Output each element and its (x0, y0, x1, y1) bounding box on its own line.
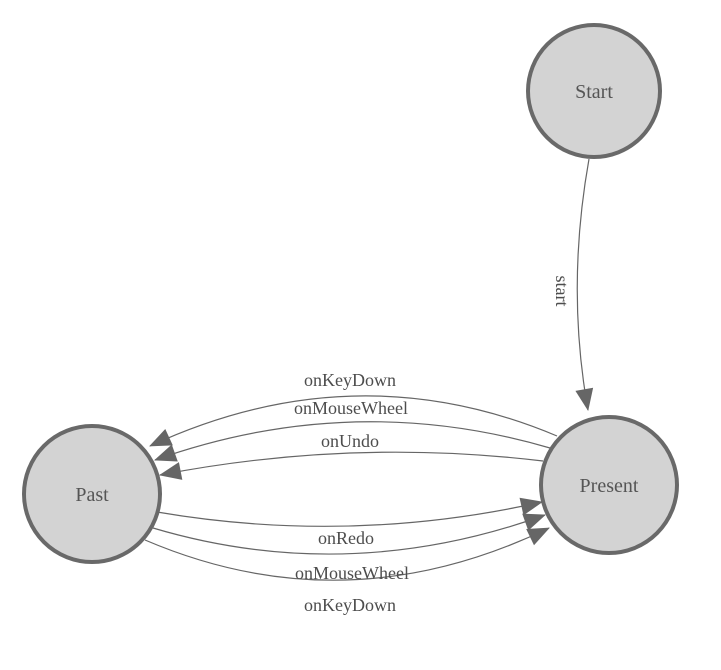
edge-label-onredo: onRedo (318, 528, 374, 548)
edge-present-to-past-onkeydown (149, 395, 558, 447)
edge-label-onundo: onUndo (321, 431, 379, 451)
edge-present-to-past-onmousewheel (154, 421, 551, 462)
edge-label-start: start (552, 276, 572, 307)
node-past[interactable] (22, 424, 162, 564)
edge-past-to-present-onmousewheel (152, 513, 546, 555)
edge-present-to-past-onundo (159, 451, 544, 480)
edge-past-to-present-onredo (156, 497, 543, 527)
node-start-label: Start (575, 81, 613, 103)
edge-past-to-present-onkeydown (144, 527, 550, 581)
node-past-label: Past (75, 484, 109, 506)
edge-start-to-present (575, 158, 594, 411)
edge-label-onkeydown-bottom: onKeyDown (304, 595, 396, 615)
edge-label-onmousewheel-top: onMouseWheel (294, 398, 408, 418)
edge-label-onkeydown-top: onKeyDown (304, 370, 396, 390)
node-present-label: Present (580, 475, 639, 497)
node-start[interactable] (526, 23, 662, 159)
edge-label-onmousewheel-bottom: onMouseWheel (295, 563, 409, 583)
node-present[interactable] (539, 415, 679, 555)
